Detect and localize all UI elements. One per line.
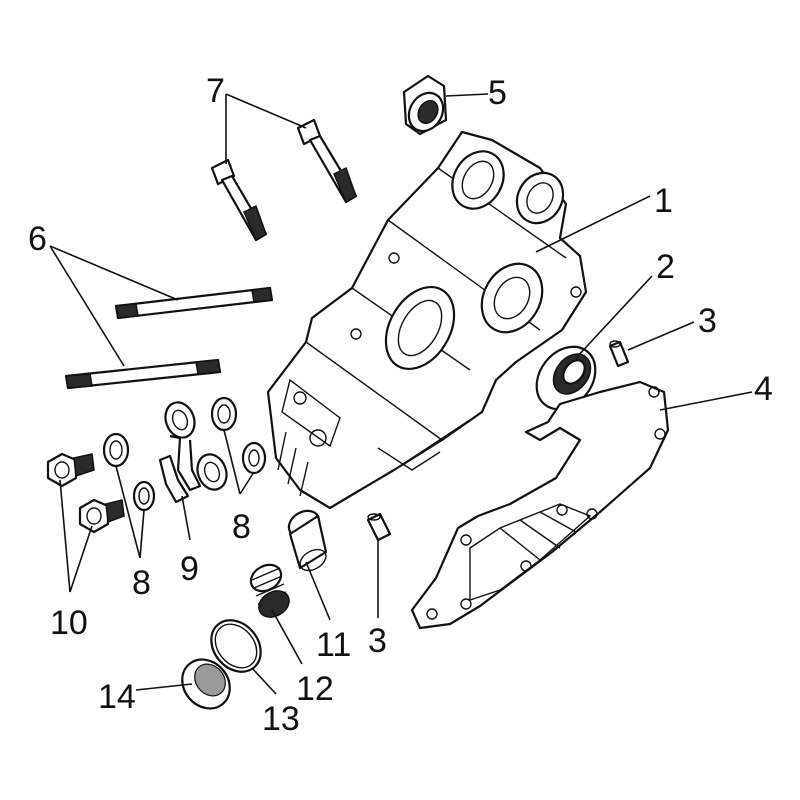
callout-13: 13 — [262, 700, 300, 738]
o-ring — [210, 619, 262, 673]
callout-7: 7 — [206, 72, 225, 110]
drain-plug — [181, 658, 231, 710]
callout-12: 12 — [296, 670, 334, 708]
callout-1: 1 — [654, 182, 673, 220]
banjo-pipe — [158, 401, 228, 504]
leader-lines — [49, 93, 753, 695]
bushing — [402, 74, 448, 136]
stud-lower — [64, 358, 222, 390]
flange-bolt-left — [210, 158, 268, 242]
washer-lower-right — [241, 441, 267, 475]
callout-6: 6 — [28, 220, 47, 258]
stud-upper — [114, 286, 274, 320]
crankcase-housing — [266, 130, 588, 510]
callout-3-upper: 3 — [698, 302, 717, 340]
filter-sleeve — [287, 509, 328, 572]
flange-bolt-right — [296, 118, 358, 204]
callout-3-lower: 3 — [368, 622, 387, 660]
callout-labels: 1 2 3 4 5 6 7 8 8 9 10 11 12 13 14 3 — [28, 72, 773, 738]
spring — [249, 563, 290, 618]
callout-9: 9 — [180, 550, 199, 588]
bearing — [535, 345, 597, 411]
washer-upper-right — [210, 396, 238, 432]
dowel-pin-lower — [366, 512, 392, 542]
callout-11: 11 — [316, 626, 351, 664]
callout-2: 2 — [656, 248, 675, 286]
washer-upper-left — [102, 432, 130, 468]
drain-bolt-upper — [46, 452, 95, 488]
dowel-pin-upper — [608, 340, 630, 368]
callout-8-right: 8 — [232, 508, 251, 546]
callout-4: 4 — [754, 370, 773, 408]
callout-14: 14 — [98, 678, 136, 716]
callout-8-left: 8 — [132, 564, 151, 602]
callout-10: 10 — [50, 604, 88, 642]
washer-lower-left — [132, 480, 156, 512]
drain-bolt-lower — [78, 498, 125, 534]
callout-5: 5 — [488, 74, 507, 112]
gasket — [410, 380, 670, 630]
